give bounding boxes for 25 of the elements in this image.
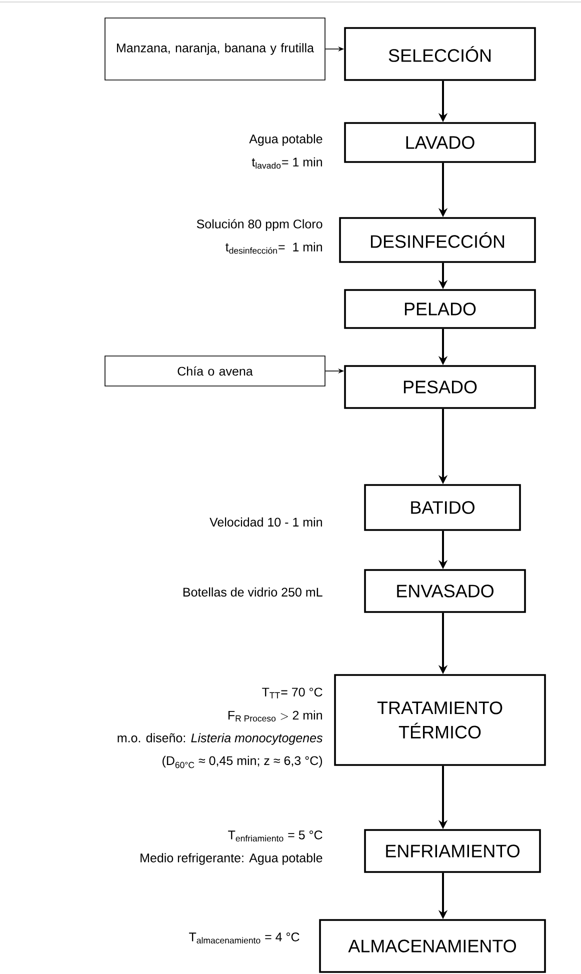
- process-box: ENFRIAMIENTO: [364, 829, 541, 873]
- input-box: Manzana, naranja, banana y frutilla: [104, 18, 326, 80]
- side-note: $\text{(D}_{\text{60°C}}\text{ ≈ 0,45 min; z ≈ 6,3 °C)}$: [162, 756, 322, 768]
- side-note: $\text{T}_{\text{enfriamiento}}\text{ = 5 °C}$: [228, 830, 322, 842]
- input-box: Chía o avena: [104, 356, 326, 386]
- process-box: BATIDO: [364, 484, 521, 531]
- process-box: DESINFECCIÓN: [339, 217, 536, 263]
- side-note: $\text{t}_{\text{desinfección}}\text{=\ \ 1 min}$: [226, 242, 322, 254]
- process-box: SELECCIÓN: [344, 27, 536, 81]
- process-box: PESADO: [344, 365, 536, 409]
- process-box: ALMACENAMIENTO: [319, 919, 546, 973]
- side-note: $\text{T}_{\text{TT}}\text{= 70 °C}$: [262, 688, 322, 698]
- side-note: Botellas de vidrio 250 mL: [183, 587, 322, 597]
- side-note: $\text{t}_{\text{lavado}}\text{= 1 min}$: [252, 157, 322, 169]
- process-box: TRATAMIENTO TÉRMICO: [334, 674, 546, 766]
- side-note: Agua potable: [249, 134, 322, 146]
- side-note: $\text{T}_{\text{almacenamiento}}\text{ = 4 °C}$: [189, 932, 300, 944]
- process-box: PELADO: [344, 289, 536, 329]
- side-note: $\text{F}_{\text{R Proceso}} > \text{2 min}$: [228, 710, 322, 722]
- process-box: LAVADO: [344, 122, 536, 163]
- side-note: Velocidad 10 - 1 min: [210, 517, 322, 527]
- process-box: ENVASADO: [364, 569, 526, 613]
- side-note: m.o. diseño: Listeria monocytogenes: [118, 733, 322, 745]
- side-note: Solución 80 ppm Cloro: [196, 219, 322, 231]
- side-note: Medio refrigerante: Agua potable: [140, 853, 322, 865]
